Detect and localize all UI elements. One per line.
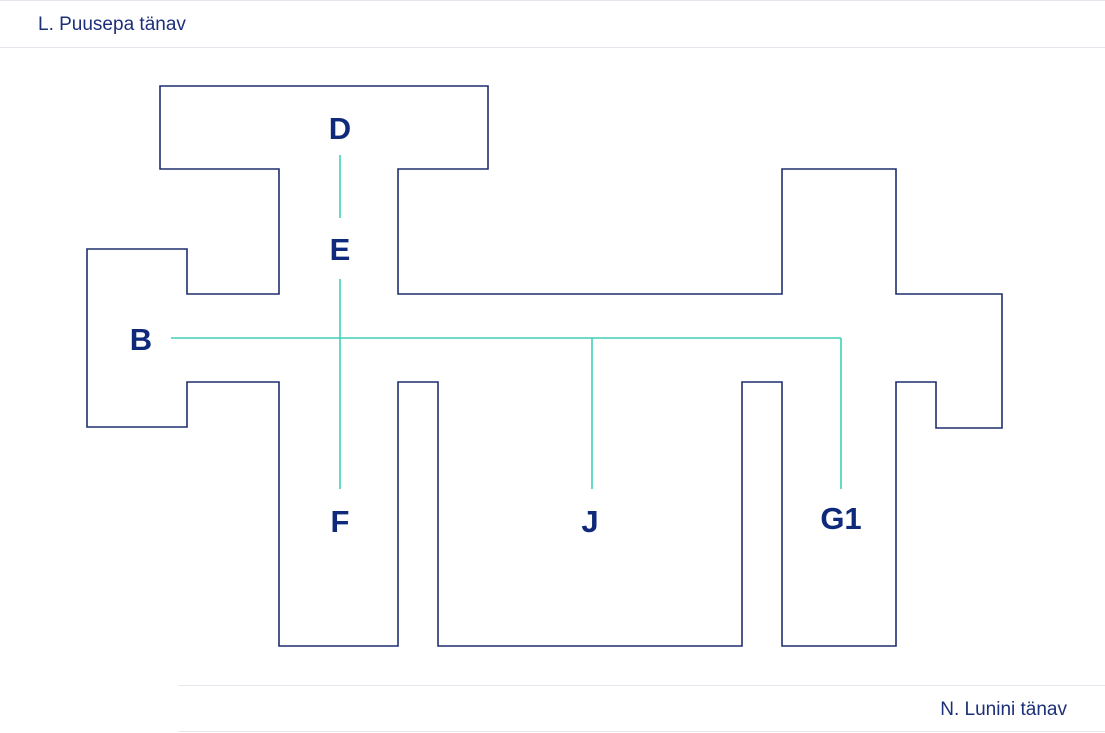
building-outline-upper [86, 85, 1003, 647]
building-label-j[interactable]: J [581, 504, 598, 539]
corridor-lines [171, 155, 842, 489]
building-label-f[interactable]: F [331, 504, 350, 539]
street-label-bottom: N. Lunini tänav [940, 699, 1067, 720]
building-label-b[interactable]: B [130, 322, 152, 357]
top-street-divider-lower [0, 47, 1105, 48]
bottom-street-divider-upper [179, 685, 1105, 686]
building-label-d[interactable]: D [329, 111, 351, 146]
building-label-g1[interactable]: G1 [820, 501, 861, 536]
building-label-e[interactable]: E [330, 232, 351, 267]
street-label-top: L. Puusepa tänav [38, 14, 186, 35]
bottom-street-divider-lower [179, 731, 1105, 732]
top-street-divider-upper [0, 0, 1105, 1]
